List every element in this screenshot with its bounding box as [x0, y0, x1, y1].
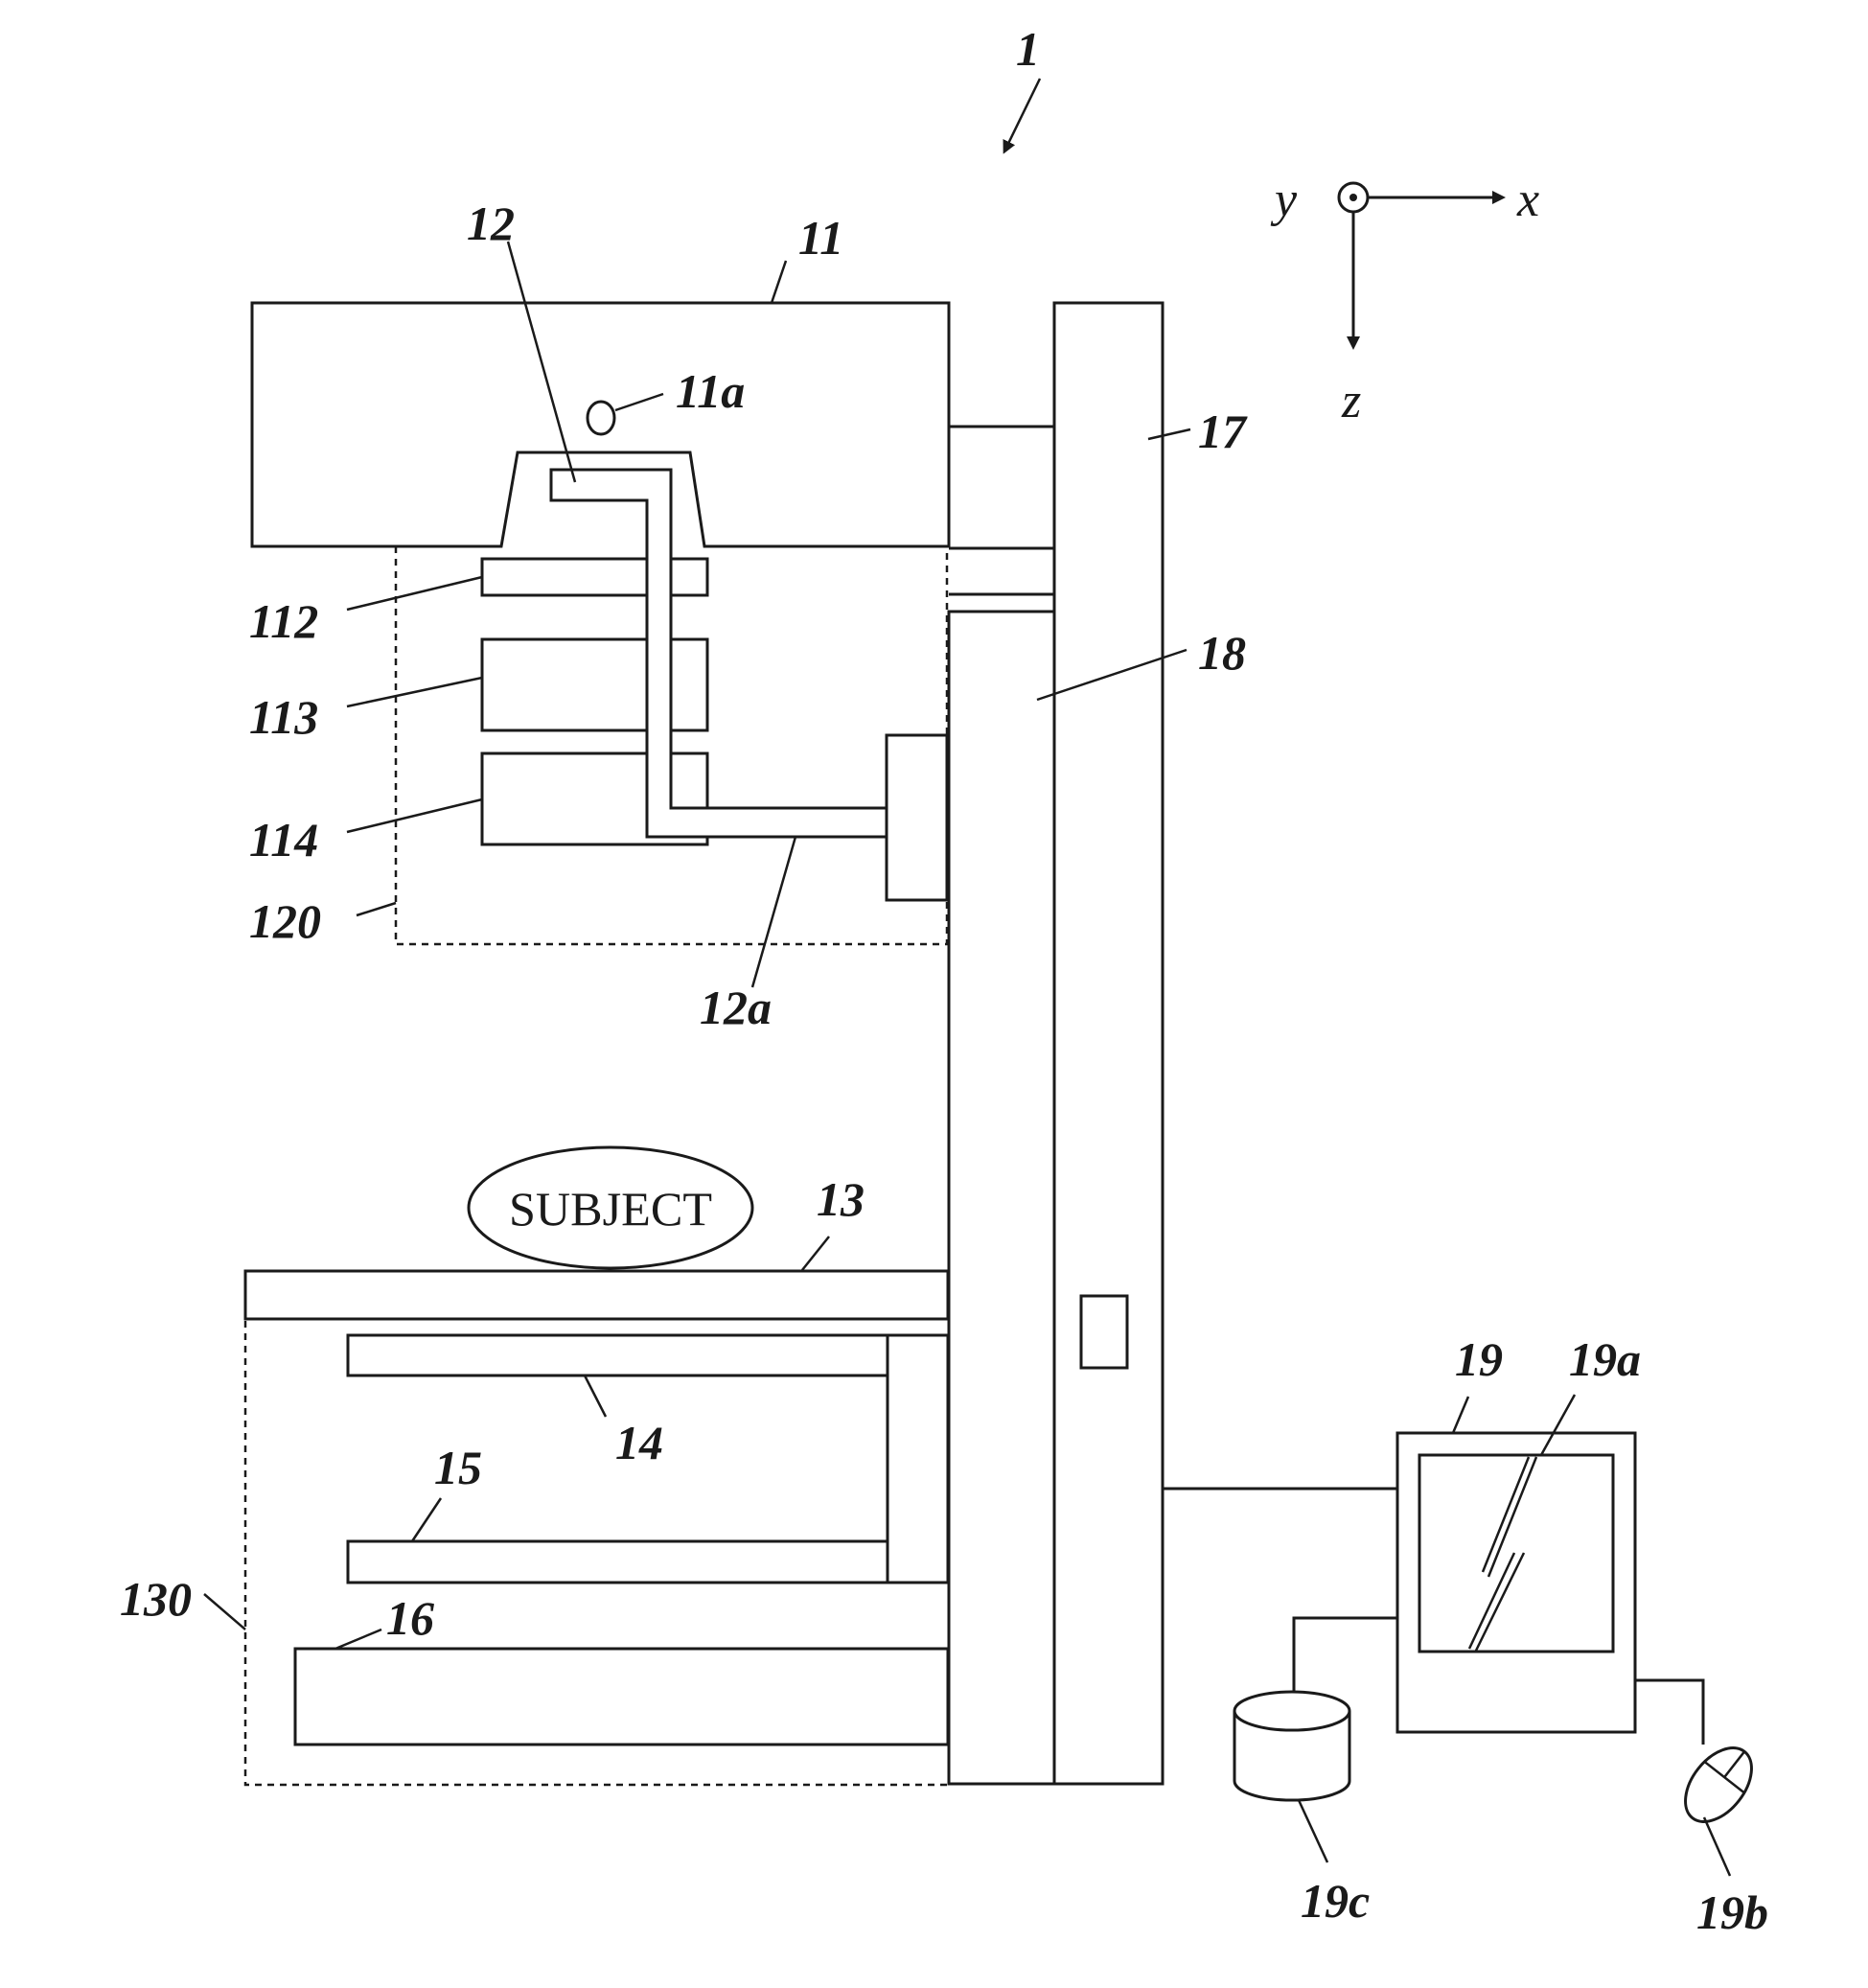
- mouse-19b: [1672, 1736, 1765, 1835]
- detector-housing-11: [252, 303, 949, 546]
- axis-label-x: x: [1516, 173, 1539, 227]
- label-12a: 12a: [700, 981, 772, 1034]
- plate-support-bracket: [888, 1335, 948, 1583]
- plate-14: [348, 1335, 888, 1375]
- label-18: 18: [1198, 626, 1246, 680]
- label-120: 120: [249, 894, 321, 948]
- table-13: [245, 1271, 948, 1319]
- coordinate-axes: y x z: [1270, 173, 1539, 428]
- arm-mount-block: [887, 735, 947, 900]
- cable-19-19c: [1294, 1618, 1397, 1695]
- screen-19a: [1419, 1455, 1613, 1652]
- axis-label-z: z: [1341, 374, 1361, 428]
- label-19: 19: [1455, 1332, 1503, 1386]
- plate-112: [482, 559, 707, 595]
- label-19b: 19b: [1696, 1885, 1768, 1939]
- label-112: 112: [249, 594, 318, 648]
- label-113: 113: [249, 690, 318, 744]
- label-17: 17: [1198, 405, 1248, 458]
- label-14: 14: [615, 1416, 663, 1469]
- y-axis-dot: [1349, 194, 1357, 201]
- plate-16: [295, 1649, 948, 1745]
- label-12: 12: [467, 196, 515, 250]
- label-114: 114: [249, 813, 318, 867]
- column-17: [1054, 303, 1163, 1784]
- label-19a: 19a: [1569, 1332, 1641, 1386]
- label-130: 130: [120, 1572, 192, 1626]
- system-reference: 1: [1004, 22, 1040, 151]
- label-19c: 19c: [1301, 1874, 1370, 1928]
- label-system: 1: [1016, 22, 1040, 76]
- storage-19c-top: [1234, 1692, 1349, 1730]
- subject-label: SUBJECT: [509, 1182, 712, 1236]
- label-11: 11: [798, 211, 843, 265]
- label-13: 13: [817, 1172, 865, 1226]
- plate-113: [482, 639, 707, 730]
- plate-15: [348, 1541, 888, 1583]
- label-16: 16: [386, 1591, 434, 1645]
- cable-19-19b: [1635, 1680, 1703, 1745]
- label-11a: 11a: [676, 364, 745, 418]
- column-17-window: [1081, 1296, 1127, 1368]
- label-15: 15: [434, 1441, 482, 1494]
- axis-label-y: y: [1270, 173, 1298, 227]
- column-18: [949, 612, 1054, 1784]
- system-arrow: [1004, 79, 1040, 151]
